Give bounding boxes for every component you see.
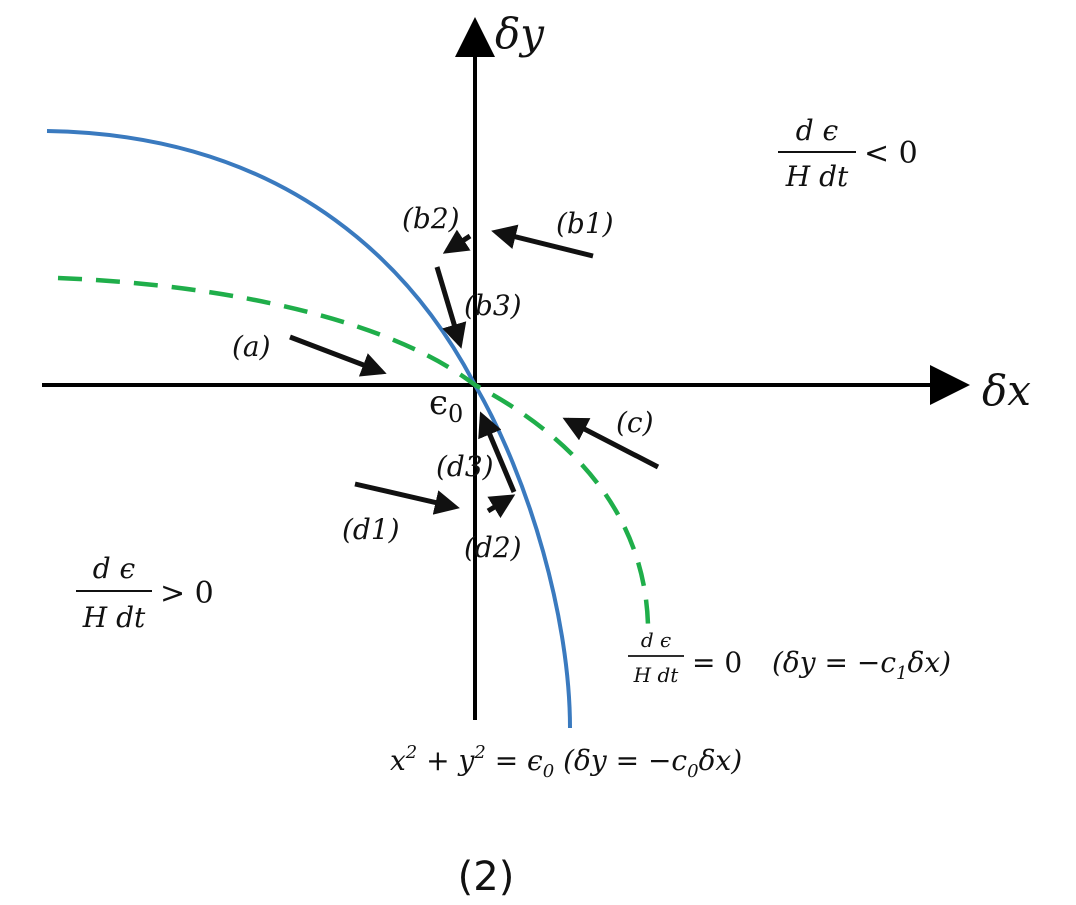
arrow-a-label: (a) — [232, 330, 271, 363]
arrow-b2-label: (b2) — [402, 202, 460, 235]
arrow-a — [289, 334, 387, 377]
circle-curve — [46, 129, 572, 729]
region-positive-numerator: d ϵ — [93, 552, 136, 585]
dashed-label-denominator: H dt — [633, 663, 680, 687]
dashed-label-numerator: d ϵ — [641, 628, 671, 652]
region-positive-denominator: H dt — [82, 601, 146, 634]
region-negative-label: d ϵ H dt < 0 — [778, 114, 918, 193]
dashed-curve-label: d ϵ H dt = 0 (δy = −c1δx) — [628, 628, 951, 687]
arrow-d3-label: (d3) — [436, 450, 494, 483]
arrow-b3 — [434, 266, 467, 349]
dashed-curve — [57, 275, 651, 626]
arrow-d1-label: (d1) — [342, 513, 400, 546]
arrow-b1 — [491, 224, 594, 259]
arrow-c-label: (c) — [616, 406, 654, 439]
dashed-label-relation: = 0 — [692, 646, 742, 679]
arrow-d2-label: (d2) — [464, 531, 522, 564]
arrow-d1 — [354, 481, 460, 515]
x-axis-label: δx — [982, 366, 1031, 415]
circle-curve-label: x2 + y2 = ϵ0 (δy = −c0δx) — [390, 742, 742, 782]
origin-label: ϵ0 — [429, 383, 463, 428]
figure-number: (2) — [458, 854, 515, 900]
y-axis-label: δy — [495, 9, 545, 58]
arrow-b3-label: (b3) — [464, 289, 522, 322]
region-positive-relation: > 0 — [160, 576, 214, 611]
arrow-d3 — [478, 411, 517, 493]
region-negative-relation: < 0 — [864, 136, 918, 171]
region-negative-numerator: d ϵ — [796, 114, 839, 147]
region-negative-denominator: H dt — [785, 160, 849, 193]
arrow-b1-label: (b1) — [556, 207, 614, 240]
region-positive-label: d ϵ H dt > 0 — [76, 552, 214, 634]
dashed-label-equation: (δy = −c1δx) — [772, 646, 951, 684]
arrow-d2 — [486, 494, 516, 519]
arrow-c — [562, 417, 660, 470]
arrow-b2 — [442, 229, 472, 254]
